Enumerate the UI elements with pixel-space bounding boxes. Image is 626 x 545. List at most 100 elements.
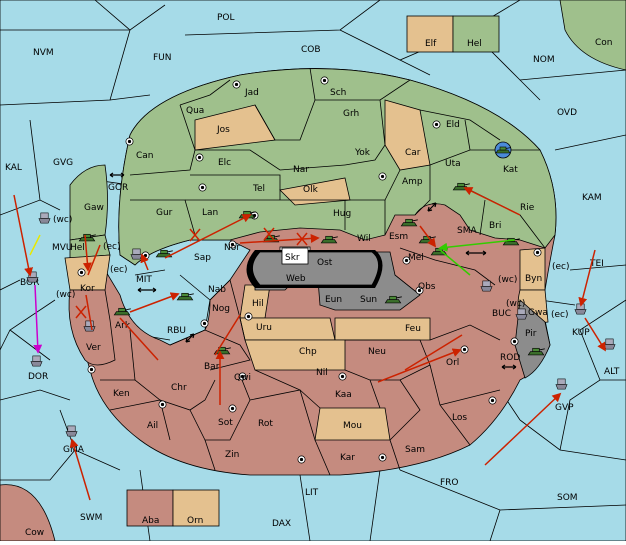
label-kal: KAL: [5, 163, 22, 173]
label-jad: Jad: [244, 88, 259, 98]
region-gaw[interactable]: [69, 164, 108, 241]
fleet-icon: [38, 212, 51, 224]
label-neu: Neu: [368, 347, 386, 357]
label-zin: Zin: [225, 450, 239, 460]
label-olk: Olk: [303, 185, 319, 195]
sc-tel: [195, 153, 204, 162]
label-bor: BOR: [20, 278, 39, 288]
label-rod: ROD: [500, 353, 520, 363]
label-kor: Kor: [80, 284, 95, 294]
sc-nog: [200, 319, 209, 328]
label-rie: Rie: [520, 203, 535, 213]
region-orn[interactable]: [172, 489, 220, 527]
label-car: Car: [405, 148, 421, 158]
label-tei: TEI: [589, 259, 604, 269]
label-chr: Chr: [171, 383, 187, 393]
label-swm: SWM: [80, 513, 102, 523]
sc-los: [488, 396, 497, 405]
label-wc3: (wc): [498, 275, 517, 285]
label-ail: Ail: [147, 421, 158, 431]
label-feu: Feu: [405, 324, 421, 334]
fleet-icon: [30, 355, 43, 367]
channel-sma2-icon: [465, 250, 487, 256]
label-mvu: MVU: [52, 243, 73, 253]
label-lit: LIT: [305, 488, 319, 498]
label-kup: KUP: [572, 328, 590, 338]
label-uru: Uru: [256, 323, 272, 333]
label-lan: Lan: [202, 208, 218, 218]
label-gvp: GVP: [555, 403, 574, 413]
channel-arrows: [109, 172, 517, 370]
fleet-icon: [83, 320, 96, 332]
label-qua: Qua: [186, 106, 204, 116]
region-aba[interactable]: [126, 489, 174, 527]
label-chp: Chp: [299, 347, 317, 357]
label-wc1: (wc): [53, 215, 72, 225]
label-hil: Hil: [252, 299, 264, 309]
label-alt: ALT: [604, 367, 620, 377]
label-buc: BUC: [492, 309, 511, 319]
label-dor: DOR: [28, 372, 48, 382]
tunnel-inner: [252, 251, 379, 286]
label-bar: Bar: [204, 362, 220, 372]
region-uru[interactable]: [239, 317, 336, 341]
channel-sma-icon: [427, 202, 437, 212]
label-nor: Nor: [224, 243, 240, 253]
label-sma: SMA: [457, 226, 477, 236]
label-orn: Orn: [187, 516, 203, 526]
label-yok: Yok: [354, 148, 371, 158]
region-car[interactable]: [384, 99, 431, 171]
label-hel: Hel: [467, 39, 482, 49]
label-som: SOM: [557, 493, 578, 503]
fleet-icon: [65, 425, 78, 437]
region-elf[interactable]: [406, 15, 454, 53]
region-chp[interactable]: [244, 339, 346, 371]
label-ken: Ken: [113, 389, 130, 399]
order-arrows: [13, 187, 606, 501]
cut-marks: [75, 227, 308, 319]
label-sot: Sot: [218, 418, 233, 428]
label-sun: Sun: [360, 295, 377, 305]
region-labels: POL NVM FUN COB NOM Con OVD KAL GVG KAM …: [5, 13, 620, 538]
label-gvg: GVG: [53, 158, 73, 168]
label-qwi: Qwi: [234, 373, 251, 383]
label-dax: DAX: [272, 519, 291, 529]
label-nar: Nar: [293, 165, 309, 175]
channel-gor-icon: [109, 172, 125, 178]
region-skr-box[interactable]: [281, 247, 309, 265]
cut-mark-icon: [189, 228, 201, 242]
label-web: Web: [286, 274, 306, 284]
label-ec1: (ec): [103, 242, 121, 252]
fleet-icon: [603, 338, 616, 350]
fleet-icon: [130, 248, 143, 260]
region-hel[interactable]: [452, 15, 500, 53]
label-con: Con: [595, 38, 613, 48]
fleet-icon: [555, 378, 568, 390]
label-nvm: NVM: [33, 48, 54, 58]
sc-sot: [228, 404, 237, 413]
sc-elc: [198, 183, 207, 192]
label-eld: Eld: [446, 120, 460, 130]
label-ec2: (ec): [110, 265, 128, 275]
label-ovd: OVD: [557, 108, 577, 118]
label-nab: Nab: [208, 285, 226, 295]
label-jos: Jos: [216, 125, 230, 135]
label-rbu: RBU: [167, 326, 186, 336]
cut-mark-icon: [75, 305, 87, 319]
label-orl: Orl: [446, 358, 459, 368]
sc-hil: [244, 312, 253, 321]
label-elf: Elf: [425, 39, 437, 49]
cut-mark-icon: [296, 232, 308, 246]
region-pir[interactable]: [514, 299, 551, 379]
fleet-icon: [26, 271, 39, 283]
label-mou: Mou: [343, 421, 362, 431]
label-wc4: (wc): [506, 299, 525, 309]
armies: [78, 141, 545, 356]
label-sch: Sch: [330, 88, 346, 98]
label-cow: Cow: [25, 528, 44, 538]
label-cob: COB: [301, 45, 321, 55]
label-gur: Gur: [156, 208, 173, 218]
channel-rbu-icon: [185, 333, 195, 343]
